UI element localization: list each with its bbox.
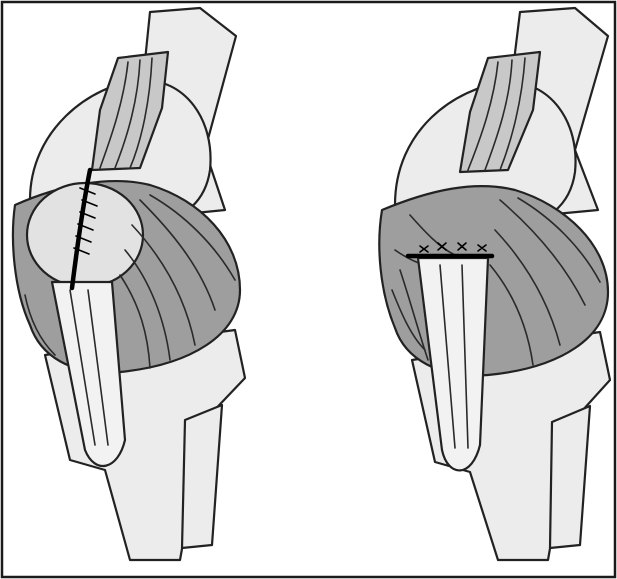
knee-repair-figure bbox=[0, 0, 617, 579]
